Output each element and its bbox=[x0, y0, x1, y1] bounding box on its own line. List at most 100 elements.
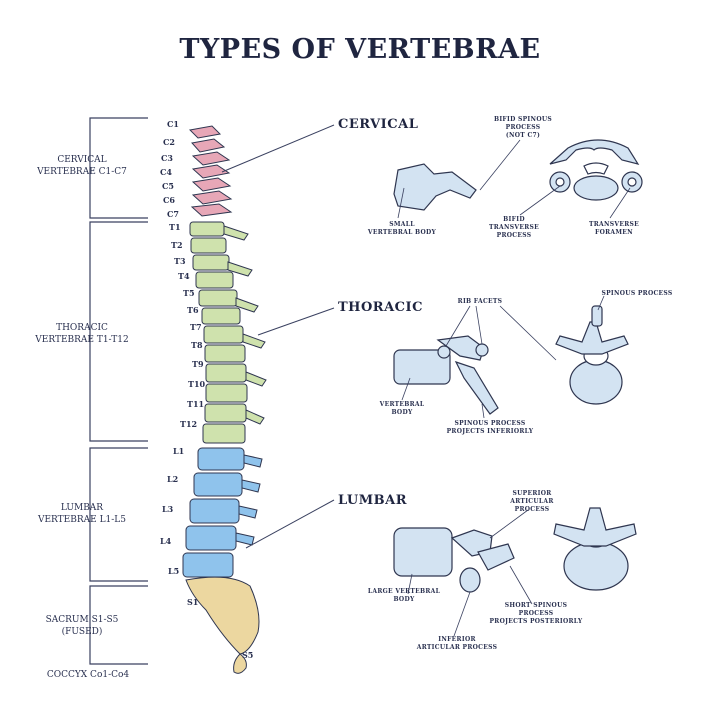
annotation-bifid-transverse-process: BIFID TRANSVERSE PROCESS bbox=[484, 216, 544, 240]
group-name: CERVICAL bbox=[57, 155, 107, 165]
level-label: T5 bbox=[183, 288, 195, 298]
thoracic-vertebrae bbox=[189, 221, 267, 444]
lumbar-side-view bbox=[393, 527, 515, 593]
bracket-sacrum bbox=[89, 585, 148, 665]
annotation-line: SPINOUS PROCESS bbox=[454, 420, 526, 427]
group-name: THORACIC bbox=[56, 323, 108, 333]
annotation-line: (NOT C7) bbox=[505, 132, 541, 139]
thoracic-illustrations bbox=[393, 305, 629, 415]
annotation-superior-articular-process: SUPERIOR ARTICULAR PROCESS bbox=[500, 490, 564, 514]
group-name: SACRUM S1-S5 bbox=[45, 615, 119, 625]
lumbar-top-view bbox=[553, 507, 637, 591]
annotation-inferior-articular-process: INFERIOR ARTICULAR PROCESS bbox=[410, 636, 504, 652]
coccyx bbox=[233, 653, 247, 674]
cervical-side-view bbox=[393, 163, 477, 211]
lumbar-vertebrae bbox=[182, 447, 263, 578]
level-label: T3 bbox=[174, 256, 186, 266]
annotation-line: BIFID SPINOUS bbox=[493, 116, 553, 123]
level-label: T12 bbox=[180, 419, 198, 429]
annotation-line: BIFID bbox=[503, 216, 525, 223]
section-heading-thoracic: THORACIC bbox=[338, 300, 423, 315]
group-label-coccyx: COCCYX Co1-Co4 bbox=[46, 670, 130, 680]
annotation-short-spinous-process: SHORT SPINOUS PROCESS PROJECTS POSTERIOR… bbox=[486, 602, 586, 626]
annotation-line: BODY bbox=[391, 409, 413, 416]
annotation-line: PROCESS bbox=[505, 124, 541, 131]
level-label: T7 bbox=[190, 322, 202, 332]
level-label: L4 bbox=[160, 536, 172, 546]
thoracic-top-view bbox=[555, 305, 629, 405]
section-leaders bbox=[221, 124, 335, 549]
level-label: L2 bbox=[167, 474, 179, 484]
group-label-lumbar: LUMBAR VERTEBRAE L1-L5 bbox=[34, 502, 130, 526]
annotation-line: PROCESS bbox=[518, 610, 554, 617]
annotation-line: TRANSVERSE bbox=[588, 221, 640, 228]
annotation-line: INFERIOR bbox=[438, 636, 476, 643]
group-range: VERTEBRAE L1-L5 bbox=[37, 515, 127, 525]
level-label: C5 bbox=[162, 181, 174, 191]
level-label: T4 bbox=[178, 271, 190, 281]
sacrum bbox=[185, 576, 260, 655]
cervical-vertebrae bbox=[188, 125, 233, 217]
callout-leaders bbox=[397, 139, 631, 637]
annotation-small-vertebral-body: SMALL VERTEBRAL BODY bbox=[362, 221, 442, 237]
annotation-bifid-spinous-process: BIFID SPINOUS PROCESS (NOT C7) bbox=[486, 116, 560, 140]
level-label: L3 bbox=[162, 504, 174, 514]
lumbar-illustrations bbox=[393, 507, 637, 593]
level-label: C4 bbox=[160, 167, 172, 177]
bracket-thoracic bbox=[89, 221, 148, 442]
annotation-line: PROCESS bbox=[514, 506, 550, 513]
level-label: T8 bbox=[191, 340, 203, 350]
annotation-vertebral-body: VERTEBRAL BODY bbox=[372, 401, 432, 417]
cervical-top-view bbox=[549, 139, 643, 201]
level-label: T6 bbox=[187, 305, 199, 315]
level-label: L1 bbox=[173, 446, 185, 456]
group-label-sacrum: SACRUM S1-S5 (FUSED) bbox=[34, 614, 130, 638]
level-label: L5 bbox=[168, 566, 180, 576]
group-label-thoracic: THORACIC VERTEBRAE T1-T12 bbox=[34, 322, 130, 346]
annotation-transverse-foramen: TRANSVERSE FORAMEN bbox=[584, 221, 644, 237]
annotation-line: SMALL bbox=[389, 221, 415, 228]
annotation-line: VERTEBRAL BODY bbox=[367, 229, 437, 236]
annotation-spinous-process: SPINOUS PROCESS bbox=[601, 290, 673, 297]
page-title: TYPES OF VERTEBRAE bbox=[179, 34, 541, 65]
level-label: S1 bbox=[187, 597, 199, 607]
level-label: S5 bbox=[242, 650, 254, 660]
annotation-line: FORAMEN bbox=[595, 229, 633, 236]
level-label: T1 bbox=[169, 222, 181, 232]
level-label: C2 bbox=[163, 137, 175, 147]
annotation-line: BODY bbox=[393, 596, 415, 603]
annotation-line: SUPERIOR bbox=[512, 490, 552, 497]
annotation-line: PROJECTS INFERIORLY bbox=[446, 428, 534, 435]
level-label: T2 bbox=[171, 240, 183, 250]
annotation-line: TRANSVERSE bbox=[488, 224, 540, 231]
group-name: LUMBAR bbox=[60, 503, 104, 513]
level-label: T11 bbox=[187, 399, 205, 409]
annotation-line: PROCESS bbox=[496, 232, 532, 239]
annotation-line: SHORT SPINOUS bbox=[504, 602, 568, 609]
annotation-line: ARTICULAR bbox=[510, 498, 554, 505]
cervical-illustrations bbox=[393, 139, 643, 211]
annotation-line: LARGE VERTEBRAL bbox=[367, 588, 441, 595]
thoracic-side-view bbox=[393, 335, 499, 415]
group-brackets bbox=[89, 117, 148, 665]
level-label: C6 bbox=[163, 195, 175, 205]
group-range: VERTEBRAE C1-C7 bbox=[37, 167, 127, 177]
annotation-line: PROJECTS POSTERIORLY bbox=[489, 618, 583, 625]
bracket-lumbar bbox=[89, 447, 148, 582]
group-range: (FUSED) bbox=[61, 627, 103, 637]
bracket-cervical bbox=[89, 117, 148, 219]
group-label-cervical: CERVICAL VERTEBRAE C1-C7 bbox=[34, 154, 130, 178]
spine-column bbox=[182, 125, 267, 674]
level-label: C3 bbox=[161, 153, 173, 163]
annotation-line: VERTEBRAL bbox=[379, 401, 425, 408]
section-heading-cervical: CERVICAL bbox=[338, 117, 419, 132]
annotation-large-vertebral-body: LARGE VERTEBRAL BODY bbox=[362, 588, 446, 604]
level-label: C7 bbox=[167, 209, 179, 219]
section-heading-lumbar: LUMBAR bbox=[338, 493, 408, 508]
annotation-rib-facets: RIB FACETS bbox=[457, 298, 503, 305]
level-label: T9 bbox=[192, 359, 204, 369]
group-range: VERTEBRAE T1-T12 bbox=[35, 335, 129, 345]
level-label: C1 bbox=[167, 119, 179, 129]
